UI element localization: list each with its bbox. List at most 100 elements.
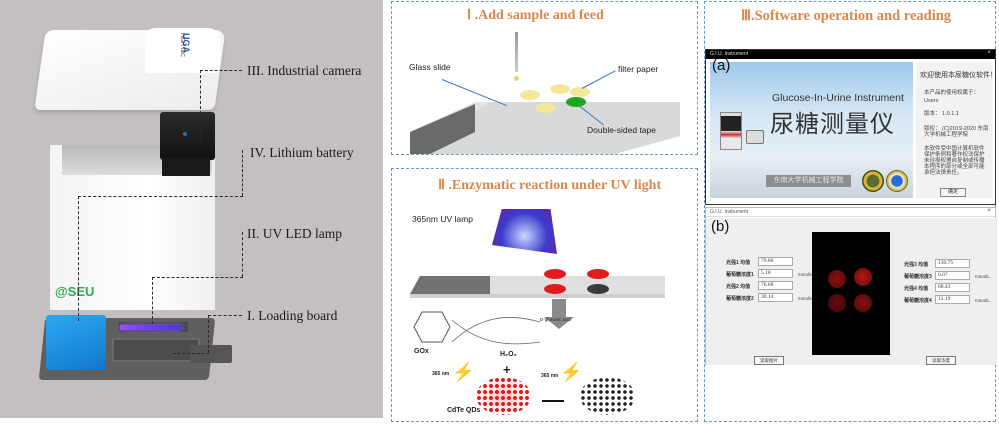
filter-paper-spot [535, 103, 555, 113]
intensity-4-field[interactable]: 68.43 [935, 283, 970, 292]
step1-title: Ⅰ .Add sample and feed [467, 8, 604, 23]
intensity-3-field[interactable]: 130.75 [935, 259, 970, 268]
intensity-1-field[interactable]: 79.60 [758, 257, 793, 266]
filter-paper-spot [570, 87, 590, 97]
step1-panel: Ⅰ .Add sample and feed Glass slide filte… [391, 1, 698, 155]
cdte-qds-quenched [580, 377, 635, 415]
leader-uv-v2 [152, 277, 153, 324]
label-wavelength-left: 365 nm [432, 371, 450, 377]
uv-bolt-icon: ⚡ [452, 362, 475, 382]
spot-2 [828, 294, 846, 312]
industrial-camera [160, 112, 215, 160]
splash-title-en: Glucose-In-Urine Instrument [772, 92, 904, 104]
software-window-b: G.I.U. Instrument × (b) 光强1 均值 79.60 葡萄糖… [705, 207, 997, 365]
reaction-arrow [542, 400, 564, 402]
leader-battery-h [78, 196, 243, 197]
camera-indicator [183, 132, 187, 136]
intensity-2-field[interactable]: 76.68 [758, 281, 793, 290]
field-label: 光强2 均值 [726, 284, 751, 290]
glass-slide [410, 102, 680, 154]
leader-battery-v2 [78, 196, 79, 321]
splash-image: Glucose-In-Urine Instrument 尿糖测量仪 东南大学机械… [710, 62, 913, 198]
slide-edge [410, 294, 665, 298]
read-image-button[interactable]: 读取图片 [754, 356, 784, 365]
spot-3 [854, 268, 872, 286]
info-line: 版本： 1.0.1.1 [924, 111, 959, 117]
step3-title: Ⅲ.Software operation and reading [741, 8, 952, 24]
info-line: 版权： (C)2019-2020 东南 [924, 126, 989, 132]
leader-board-v [208, 315, 209, 353]
device-exploded-view: UGA HIGH TEC @SEU III. Industrial camera… [0, 0, 383, 418]
label-h2o2: H₂O₂ [500, 351, 517, 358]
fluorescent-spot [544, 284, 566, 294]
window-b-tag: (b) [711, 218, 730, 235]
camera-lens [162, 158, 210, 176]
step2-title: Ⅱ .Enzymatic reaction under UV light [438, 178, 662, 193]
leader-battery-v1 [242, 150, 243, 196]
label-cdte-qds: CdTe QDs [447, 407, 481, 414]
ok-button[interactable]: 确定 [940, 188, 966, 197]
info-line: 大学机械工程学院 [924, 132, 969, 138]
label-wavelength-right: 365 nm [541, 373, 559, 379]
filter-paper-spot [520, 90, 540, 100]
down-arrow-head [544, 317, 574, 329]
window-b-close-button[interactable]: × [987, 208, 991, 214]
unit-label: mmol/L [798, 272, 813, 277]
step2-panel: Ⅱ .Enzymatic reaction under UV light 365… [391, 168, 698, 422]
uv-led-lamp [120, 325, 182, 330]
glucose-3-field[interactable]: 0.07 [935, 271, 970, 280]
info-pane: 欢迎使用本尿糖仪软件！ 本产品的使用权属于： Users 版本： 1.0.1.1… [916, 62, 997, 198]
cdte-qds-fluorescent [476, 377, 531, 415]
field-label: 光强1 均值 [726, 260, 751, 266]
info-line: 未经授权擅自复制或传播 [924, 158, 985, 164]
reaction-slide [410, 276, 665, 298]
splash-banner: 东南大学机械工程学院 [766, 175, 851, 187]
callout-uv-led-lamp: II. UV LED lamp [247, 226, 342, 241]
label-gluconic-acid: D-gluconic acid [540, 317, 571, 322]
info-line: 本程序的部分或全部可能 [924, 164, 985, 170]
field-label: 光强4 均值 [904, 286, 929, 292]
leader-camera-v [200, 70, 201, 140]
step3-panel: Ⅲ.Software operation and reading G.I.U. … [704, 1, 997, 422]
unit-label: mmol/L [975, 298, 990, 303]
glucose-1-field[interactable]: 5.18 [758, 269, 793, 278]
loading-board [190, 345, 232, 363]
window-a-close-button[interactable]: × [987, 50, 991, 56]
callout-lithium-battery: IV. Lithium battery [250, 145, 354, 160]
leader-uv-h [152, 277, 243, 278]
down-arrow-icon [552, 299, 566, 319]
filter-paper-spot [550, 84, 570, 94]
fluorescent-spot [587, 269, 609, 279]
welcome-text: 欢迎使用本尿糖仪软件！ [920, 72, 997, 79]
info-line: 本产品的使用权属于： [924, 90, 980, 96]
info-line: Users [924, 98, 939, 104]
window-a-title: G.I.U. Instrument [710, 51, 749, 57]
label-plus: + [503, 362, 511, 377]
housing-logo: @SEU [55, 284, 95, 299]
college-emblem-icon [886, 170, 908, 192]
label-double-sided-tape: Double-sided tape [587, 125, 656, 135]
leader-camera-h [200, 70, 242, 71]
uv-bolt-icon: ⚡ [560, 362, 583, 382]
spot-1 [828, 270, 846, 288]
read-concentration-button[interactable]: 读取浓度 [926, 356, 956, 365]
label-gox: GOx [414, 348, 429, 355]
loading-slot [112, 338, 200, 362]
captured-image-view [812, 232, 890, 355]
glucose-structure-icon [413, 311, 451, 343]
callout-loading-board: I. Loading board [247, 308, 338, 323]
splash-title-cn: 尿糖测量仪 [770, 111, 895, 138]
unit-label: mmol/L [975, 274, 990, 279]
window-a-titlebar: G.I.U. Instrument × [706, 50, 995, 59]
device-lid-hump [145, 28, 220, 73]
label-glass-slide: Glass slide [409, 62, 451, 72]
reading-area: (b) 光强1 均值 79.60 葡萄糖浓度1 5.18 mmol/L 光强2 … [706, 218, 997, 365]
glucose-2-field[interactable]: 30.14 [758, 293, 793, 302]
lithium-battery [46, 315, 106, 370]
leader-board-h1 [208, 315, 242, 316]
glucose-4-field[interactable]: 12.19 [935, 295, 970, 304]
spot-4 [854, 294, 872, 312]
university-emblem-icon [862, 170, 884, 192]
field-label: 光强3 均值 [904, 262, 929, 268]
field-label: 葡萄糖浓度2 [726, 296, 754, 302]
